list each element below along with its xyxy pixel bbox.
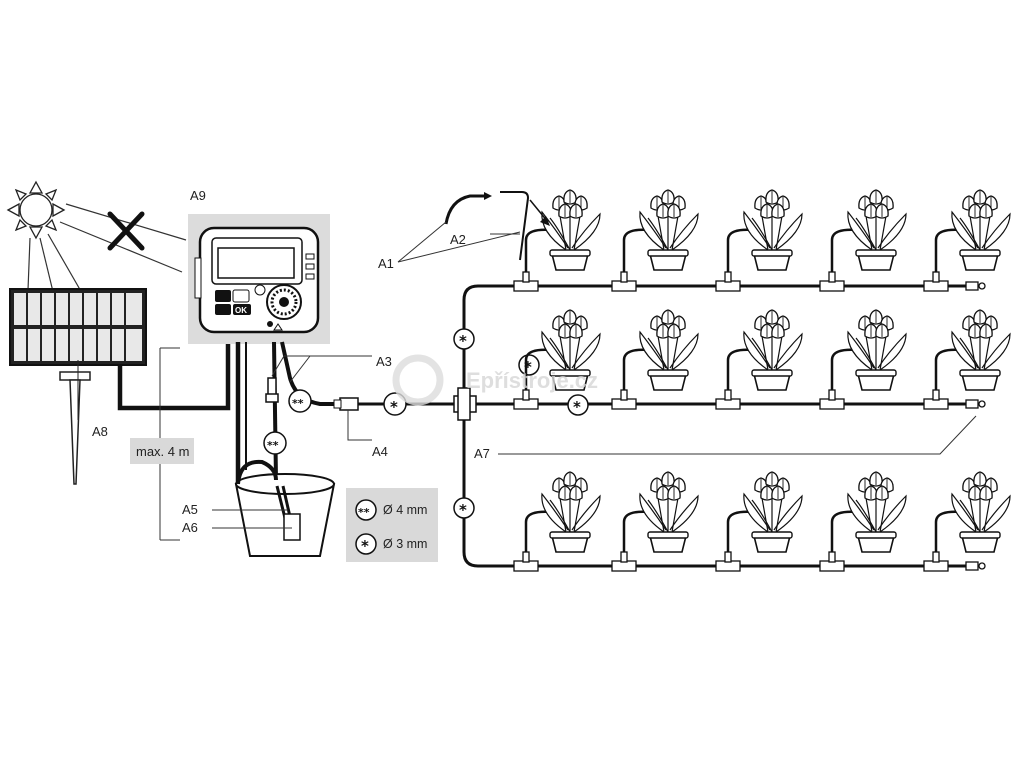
blocked-rays — [59, 203, 187, 273]
potted-plant-icon — [611, 309, 699, 410]
potted-plant-icon — [715, 309, 803, 410]
potted-plant-icon — [513, 309, 601, 410]
label-a1: A1 — [378, 256, 394, 271]
outlet-hose — [272, 341, 278, 481]
potted-plant-icon — [513, 189, 601, 292]
legend-4mm-symbol: ** — [358, 506, 370, 519]
potted-plant-icon — [715, 189, 803, 292]
plants-group — [513, 189, 1011, 572]
cross-icon — [107, 211, 145, 251]
end-cap-icon — [965, 399, 986, 409]
potted-plant-icon — [513, 471, 601, 572]
marker-4mm-1: ** — [292, 397, 304, 410]
marker-3mm-4: * — [573, 398, 581, 416]
marker-3mm-2: * — [459, 332, 467, 350]
potted-plant-icon — [923, 309, 1011, 410]
potted-plant-icon — [819, 309, 907, 410]
distribution-lines — [462, 284, 984, 568]
end-cap-icon — [965, 281, 986, 291]
potted-plant-icon — [611, 471, 699, 572]
watermark-text: Epřístroje.cz — [466, 368, 598, 393]
label-a8: A8 — [92, 424, 108, 439]
legend-4mm-text: Ø 4 mm — [383, 503, 427, 517]
valve-a3 — [265, 377, 279, 403]
potted-plant-icon — [611, 189, 699, 292]
marker-3mm-1: * — [390, 398, 398, 416]
panel-cable — [117, 340, 231, 411]
marker-4mm-2: ** — [267, 439, 279, 452]
label-a7: A7 — [474, 446, 490, 461]
cross-connector — [453, 387, 477, 421]
dripper-a2 — [444, 191, 530, 261]
legend: ** Ø 4 mm * Ø 3 mm — [346, 488, 438, 562]
controller: OK — [194, 226, 320, 334]
label-a5: A5 — [182, 502, 198, 517]
controller-ok-label: OK — [235, 306, 247, 315]
water-bucket — [234, 459, 336, 557]
label-a2: A2 — [450, 232, 466, 247]
marker-3mm-5: * — [524, 358, 532, 376]
label-a6: A6 — [182, 520, 198, 535]
potted-plant-icon — [923, 471, 1011, 572]
end-cap-icon — [965, 561, 986, 571]
max-length-label: max. 4 m — [136, 444, 189, 459]
marker-3mm-3: * — [459, 501, 467, 519]
label-a3: A3 — [376, 354, 392, 369]
legend-3mm-symbol: * — [361, 537, 369, 555]
potted-plant-icon — [715, 471, 803, 572]
potted-plant-icon — [819, 189, 907, 292]
potted-plant-icon — [923, 189, 1011, 292]
legend-3mm-text: Ø 3 mm — [383, 537, 427, 551]
label-a4: A4 — [372, 444, 388, 459]
potted-plant-icon — [819, 471, 907, 572]
sun-icon — [6, 180, 66, 240]
connector-a4 — [333, 397, 359, 411]
watermark: Epřístroje.cz — [392, 354, 598, 406]
label-a9: A9 — [190, 188, 206, 203]
